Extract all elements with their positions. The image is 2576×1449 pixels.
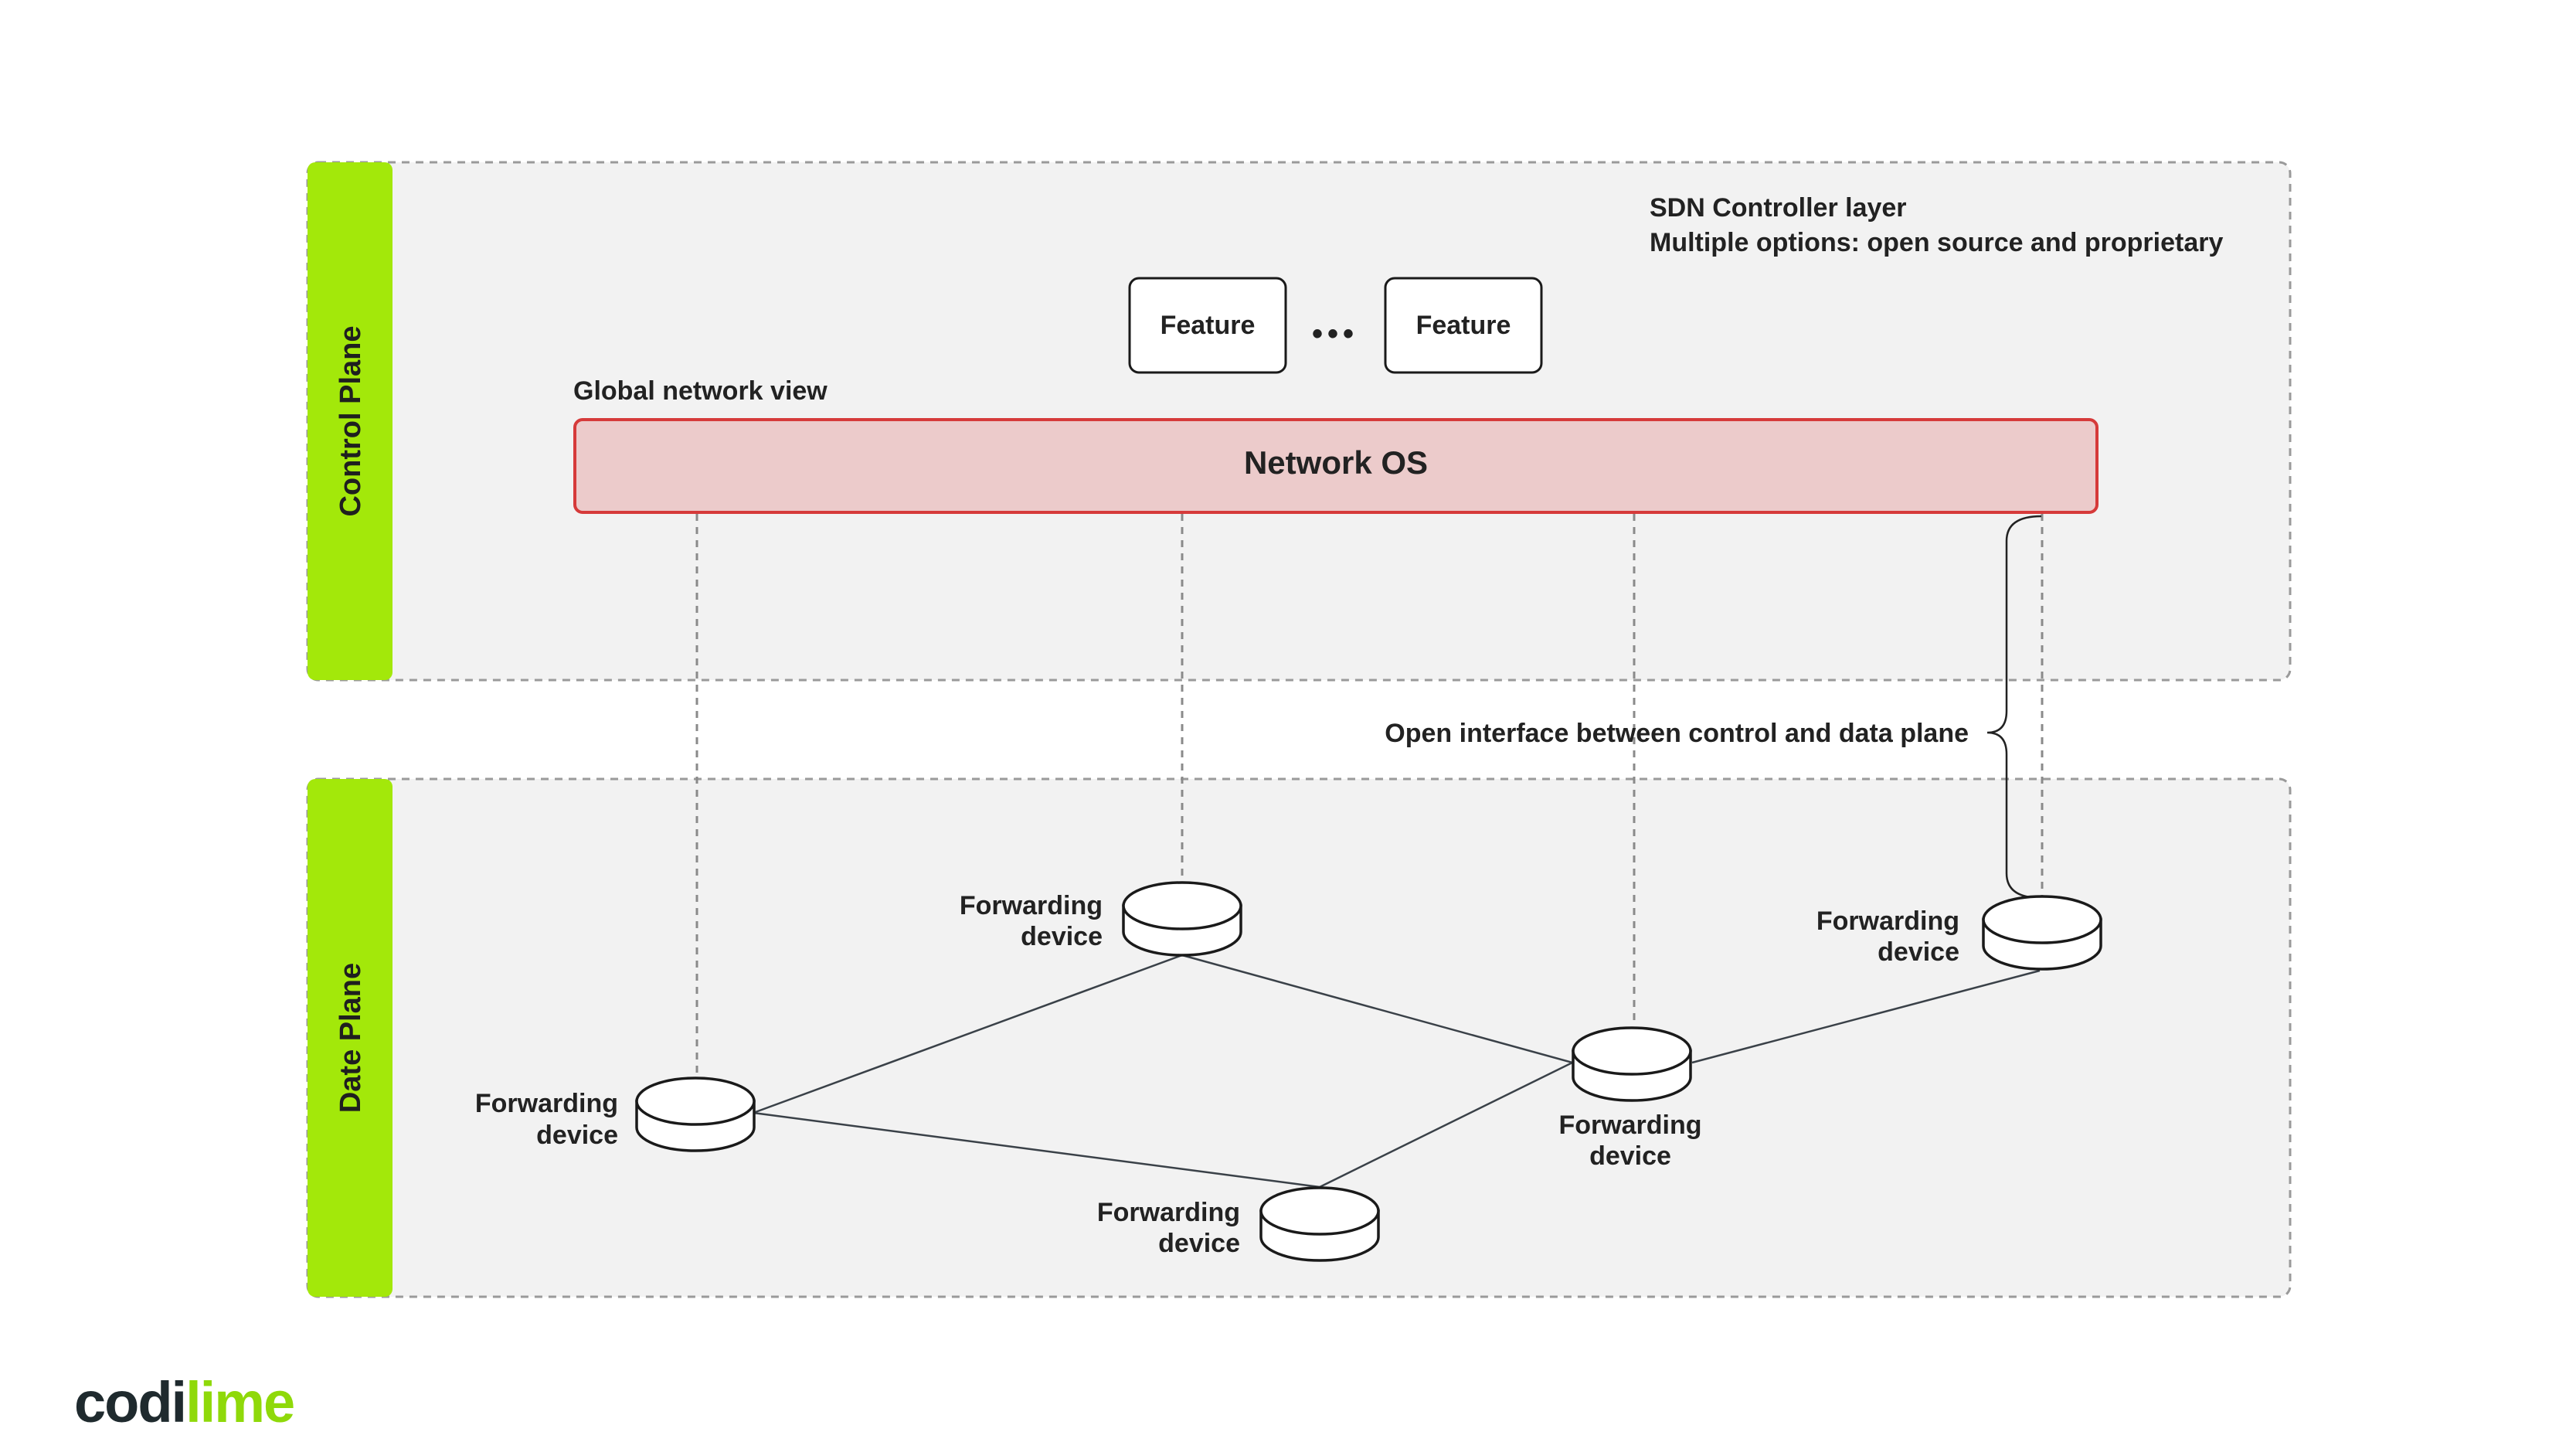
codilime-logo: codilime: [74, 1370, 295, 1434]
control-plane-band: [308, 162, 393, 680]
feature-box-2: Feature: [1384, 277, 1543, 374]
device-label-1-line2: device: [536, 1121, 618, 1150]
device-labels: Forwarding device Forwarding device Forw…: [475, 891, 1959, 1258]
feature-label-2: Feature: [1416, 311, 1511, 340]
link-d2-d3: [1181, 954, 1573, 1064]
link-d3-d5: [1319, 1061, 1573, 1189]
data-plane-band: [308, 779, 393, 1297]
logo-part2: lime: [185, 1370, 294, 1434]
device-label-5-line2: device: [1158, 1229, 1240, 1258]
forwarding-device-icon: [635, 1077, 756, 1152]
device-links: [753, 954, 2041, 1189]
feature-label-1: Feature: [1161, 311, 1256, 340]
device-label-3-line2: device: [1589, 1141, 1671, 1171]
network-os-label: Network OS: [1244, 444, 1428, 481]
forwarding-device-icon: [1572, 1026, 1692, 1102]
device-label-5-line1: Forwarding: [1097, 1198, 1240, 1227]
link-d1-d2: [753, 954, 1183, 1114]
forwarding-device-icon: [1982, 895, 2102, 971]
device-label-2-line1: Forwarding: [960, 891, 1103, 920]
device-label-2-line2: device: [1021, 922, 1103, 951]
controller-layer-subtitle: Multiple options: open source and propri…: [1650, 228, 2223, 257]
interface-brace: [1986, 515, 2042, 900]
forwarding-devices: [635, 881, 2102, 1262]
controller-layer-title: SDN Controller layer: [1650, 193, 1907, 223]
control-plane-panel: Control Plane SDN Controller layer Multi…: [306, 161, 2292, 682]
ellipsis: •••: [1312, 317, 1358, 351]
data-plane-panel: Date Plane: [306, 777, 2292, 1298]
control-plane-band-label: Control Plane: [335, 325, 367, 516]
link-d1-d5: [753, 1111, 1320, 1189]
svg-text:codilime: codilime: [74, 1370, 294, 1434]
feature-box-1: Feature: [1128, 277, 1287, 374]
forwarding-device-icon: [1259, 1186, 1380, 1262]
link-d3-d4: [1691, 969, 2041, 1064]
network-os-box: Network OS: [573, 418, 2099, 514]
forwarding-device-icon: [1122, 881, 1242, 957]
data-plane-band-label: Date Plane: [335, 963, 367, 1113]
device-label-3-line1: Forwarding: [1558, 1111, 1701, 1140]
logo-part1: codi: [74, 1370, 185, 1434]
device-label-4-line1: Forwarding: [1816, 906, 1959, 936]
control-links: [695, 514, 2044, 1082]
open-interface-label: Open interface between control and data …: [1385, 719, 1969, 748]
device-label-1-line1: Forwarding: [475, 1089, 618, 1118]
global-network-view-label: Global network view: [573, 376, 828, 406]
device-label-4-line2: device: [1878, 937, 1959, 967]
